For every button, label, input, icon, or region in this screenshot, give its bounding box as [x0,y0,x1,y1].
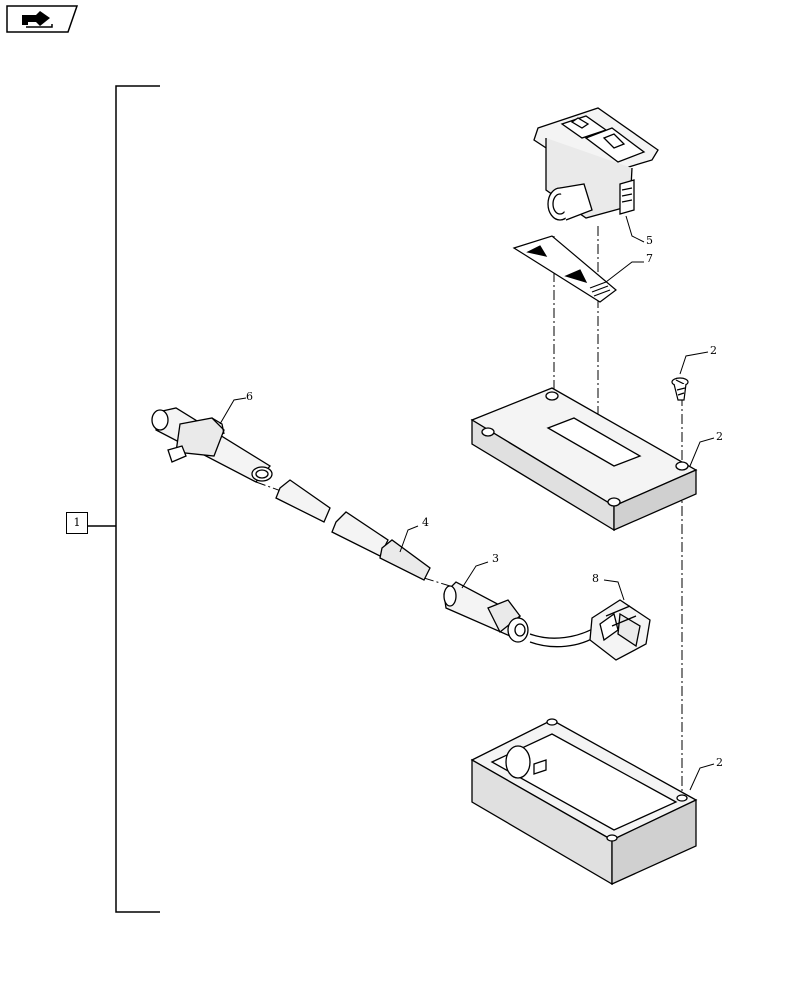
callout-6: 6 [246,390,253,403]
housing-base-part-2 [470,718,698,886]
screw-part-2 [671,377,689,401]
sensor-cable-part-3 [443,581,601,648]
callout-4: 4 [422,516,429,529]
sensor-part-6 [151,407,273,483]
decal-part-7 [512,235,617,303]
rocker-switch-part-5 [533,107,659,221]
assembly-callout-1[interactable]: 1 [66,512,88,534]
sleeve-part-4 [275,479,431,581]
callout-2-housing: 2 [716,756,723,769]
navigation-badge[interactable] [6,5,78,33]
callout-7: 7 [646,252,653,265]
callout-3: 3 [492,552,499,565]
harness-connector-part-8 [589,599,651,661]
cover-plate-part-2 [470,387,698,532]
assembly-bracket [88,85,160,913]
callout-8: 8 [592,572,599,585]
callout-2-screw: 2 [710,344,717,357]
leader-lines [219,215,715,791]
arrow-page-navigation-icon [22,11,53,28]
callout-2-plate: 2 [716,430,723,443]
callout-5: 5 [646,234,653,247]
